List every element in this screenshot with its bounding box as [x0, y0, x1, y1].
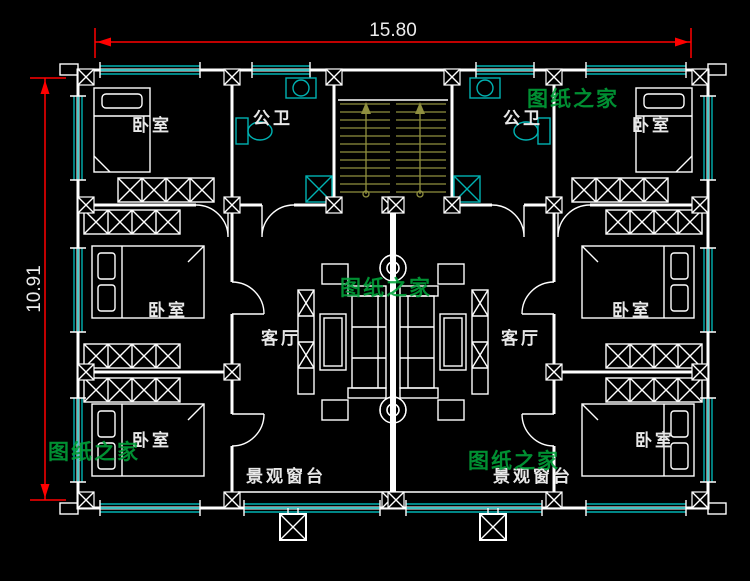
top-dimension: 15.80 — [94, 20, 692, 58]
watermarks: 图纸之家 图纸之家 图纸之家 图纸之家 — [48, 87, 619, 473]
room-label-bathroom-left: 公卫 — [253, 109, 293, 128]
watermark-top-right: 图纸之家 — [527, 87, 619, 111]
room-label-bedroom-top-left: 卧室 — [132, 115, 172, 135]
column — [325, 68, 343, 86]
watermark-bottom-left: 图纸之家 — [48, 440, 140, 464]
porch-column — [279, 508, 307, 541]
watermark-center: 图纸之家 — [340, 276, 432, 300]
room-label-bay-window-right: 景观窗台 — [493, 466, 573, 486]
room-label-bathroom-right: 公卫 — [503, 109, 543, 128]
room-label-bedroom-mid-right: 卧室 — [612, 300, 652, 320]
left-unit — [59, 62, 407, 541]
tv-cabinet — [297, 289, 315, 395]
bay-window — [244, 503, 380, 513]
room-label-living-left: 客厅 — [260, 328, 301, 348]
left-dimension: 10.91 — [24, 77, 66, 501]
dimension-height-label: 10.91 — [24, 265, 45, 313]
column — [223, 68, 241, 86]
doors — [195, 204, 295, 447]
column — [77, 363, 95, 381]
armchair — [321, 263, 349, 285]
column — [77, 491, 95, 509]
coffee-table — [319, 313, 347, 371]
room-label-bedroom-mid-left: 卧室 — [148, 300, 188, 320]
watermark-bottom-center: 图纸之家 — [468, 449, 560, 473]
column — [223, 363, 241, 381]
windows — [70, 62, 381, 516]
column — [77, 196, 95, 214]
dim-arrow-top — [40, 80, 50, 94]
column — [77, 68, 95, 86]
dim-arrow-right — [675, 37, 689, 47]
dim-arrow-left — [97, 37, 111, 47]
column — [223, 196, 241, 214]
dimension-width-label: 15.80 — [369, 20, 417, 41]
room-label-bedroom-bottom-right: 卧室 — [635, 430, 675, 450]
room-label-bay-window-left: 景观窗台 — [246, 466, 326, 486]
dim-arrow-bottom — [40, 484, 50, 498]
room-labels: 卧室 卧室 卧室 卧室 卧室 卧室 公卫 公卫 客厅 客厅 景观窗台 景观窗台 — [132, 109, 675, 486]
armchair — [321, 399, 349, 421]
column — [325, 196, 343, 214]
sofa — [347, 285, 387, 399]
room-label-bedroom-bottom-left: 卧室 — [132, 430, 172, 450]
stair-direction-arrow — [361, 102, 371, 114]
bathroom-fixtures — [235, 77, 333, 203]
sink-icon — [285, 77, 317, 99]
room-label-living-right: 客厅 — [500, 328, 541, 348]
room-label-bedroom-top-right: 卧室 — [632, 115, 672, 135]
staircase — [338, 99, 393, 198]
column — [223, 491, 241, 509]
